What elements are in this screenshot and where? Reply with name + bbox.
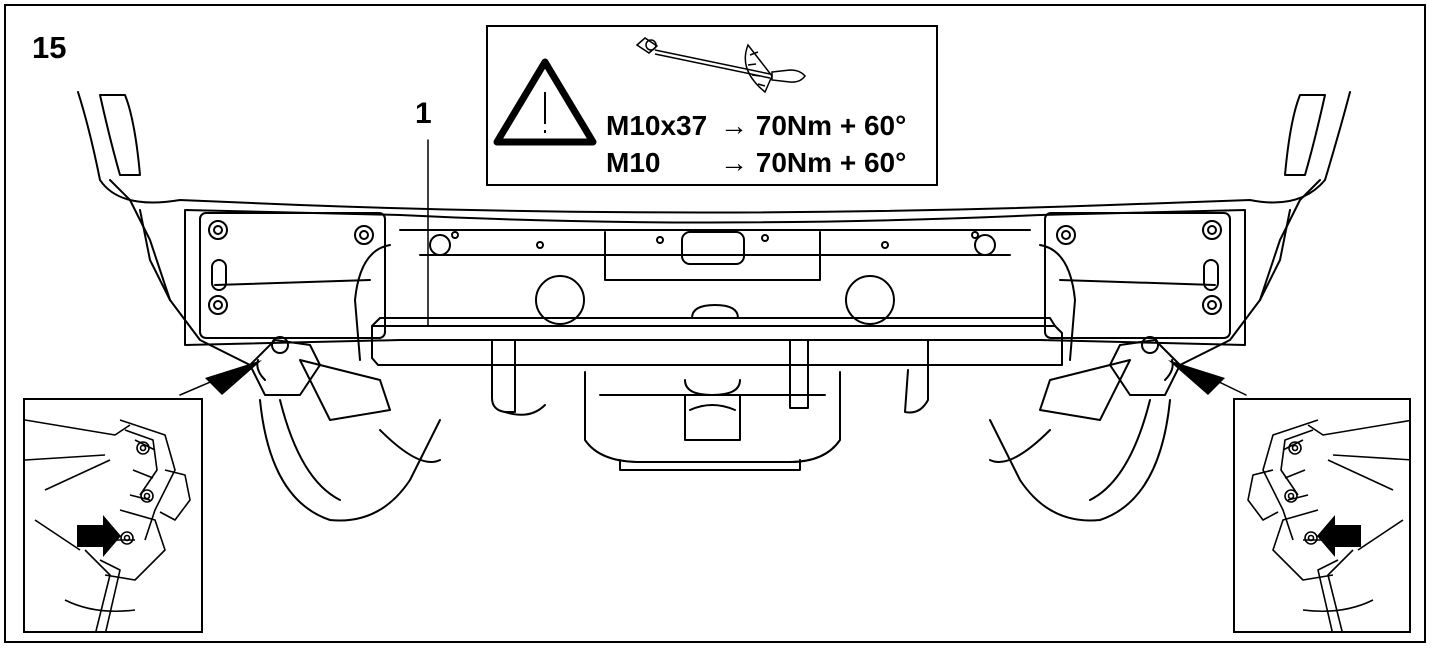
step-number: 15 (32, 30, 67, 65)
vehicle-rear-body (77, 91, 1351, 366)
bolt-size: M10 (606, 147, 661, 178)
torque-row-m10x37: M10x37 → 70Nm + 60° (606, 110, 906, 142)
pointer-arrow-icon (1168, 360, 1247, 396)
tow-bar-crossbar (371, 304, 1063, 471)
side-brackets (249, 336, 1181, 421)
detail-inset-right (1233, 398, 1411, 633)
torque-row-m10: M10 → 70Nm + 60° (606, 147, 906, 179)
callout-label-tow-bar: 1 (415, 97, 432, 130)
pointer-arrow-icon (179, 360, 262, 396)
pointer-arrow-icon (1317, 515, 1361, 557)
right-bracket-detail-drawing (1247, 419, 1409, 631)
torque-spec-box (486, 25, 938, 186)
warning-triangle-icon (493, 58, 597, 146)
detail-inset-left (23, 398, 203, 633)
vehicle-crossmember (184, 209, 1246, 361)
left-bracket-detail-drawing (25, 419, 191, 631)
torque-wrench-icon (635, 37, 806, 94)
pointer-arrow-icon (77, 515, 121, 557)
torque-value: → 70Nm + 60° (720, 110, 907, 141)
rear-wheels (259, 399, 1171, 522)
torque-value: → 70Nm + 60° (720, 147, 907, 178)
bolt-size: M10x37 (606, 110, 708, 141)
